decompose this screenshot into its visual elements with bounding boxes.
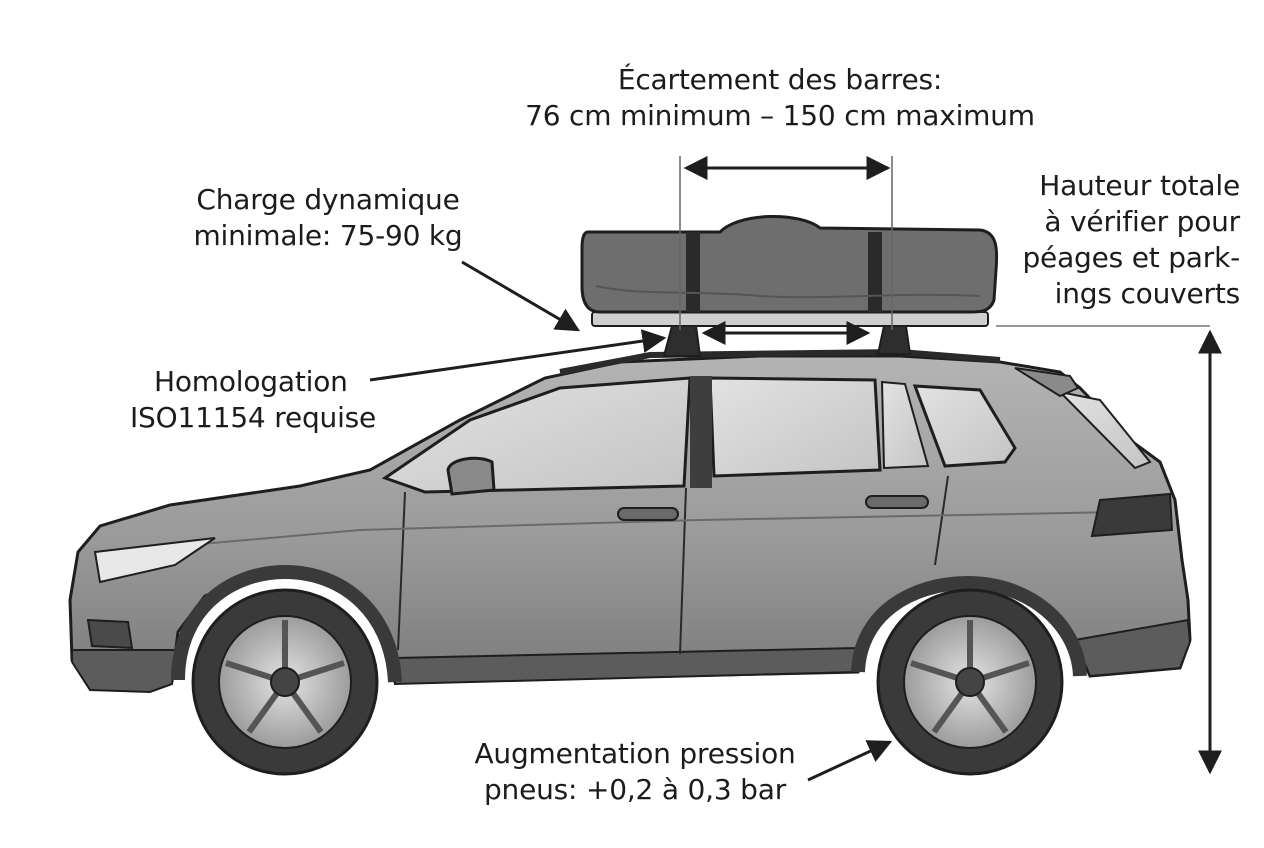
tire-pressure-label: Augmentation pression pneus: +0,2 à 0,3 … [460, 736, 810, 808]
tire-pressure-line2: pneus: +0,2 à 0,3 bar [483, 773, 787, 806]
total-height-line4: ings couverts [1054, 277, 1241, 310]
tire-pressure-pointer-arrow [807, 740, 893, 782]
tire-pressure-line1: Augmentation pression [474, 737, 796, 770]
dynamic-load-label: Charge dynamique minimale: 75-90 kg [178, 182, 478, 254]
bar-spacing-label: Écartement des barres: 76 cm minimum – 1… [520, 62, 1040, 134]
dynamic-load-line1: Charge dynamique [196, 183, 460, 216]
roof-bag [580, 214, 999, 314]
total-height-label: Hauteur totale à vérifier pour péages et… [990, 168, 1240, 312]
total-height-line2: à vérifier pour [1044, 205, 1240, 238]
homologation-pointer-arrow [369, 329, 667, 382]
homologation-line1: Homologation [154, 365, 348, 398]
dynamic-load-line2: minimale: 75-90 kg [193, 219, 463, 252]
front-wheel [191, 588, 379, 776]
bar-spacing-line1: Écartement des barres: [617, 63, 943, 96]
dynamic-load-pointer-arrow [461, 260, 581, 332]
total-height-line1: Hauteur totale [1039, 169, 1240, 202]
total-height-line3: péages et park- [1022, 241, 1240, 274]
rear-wheel [876, 588, 1064, 776]
homologation-line2: ISO11154 requise [130, 401, 377, 434]
car-body [68, 348, 1192, 694]
homologation-label: Homologation ISO11154 requise [130, 364, 390, 436]
bar-spacing-line2: 76 cm minimum – 150 cm maximum [525, 99, 1035, 132]
bar-spacing-guides [679, 156, 893, 330]
